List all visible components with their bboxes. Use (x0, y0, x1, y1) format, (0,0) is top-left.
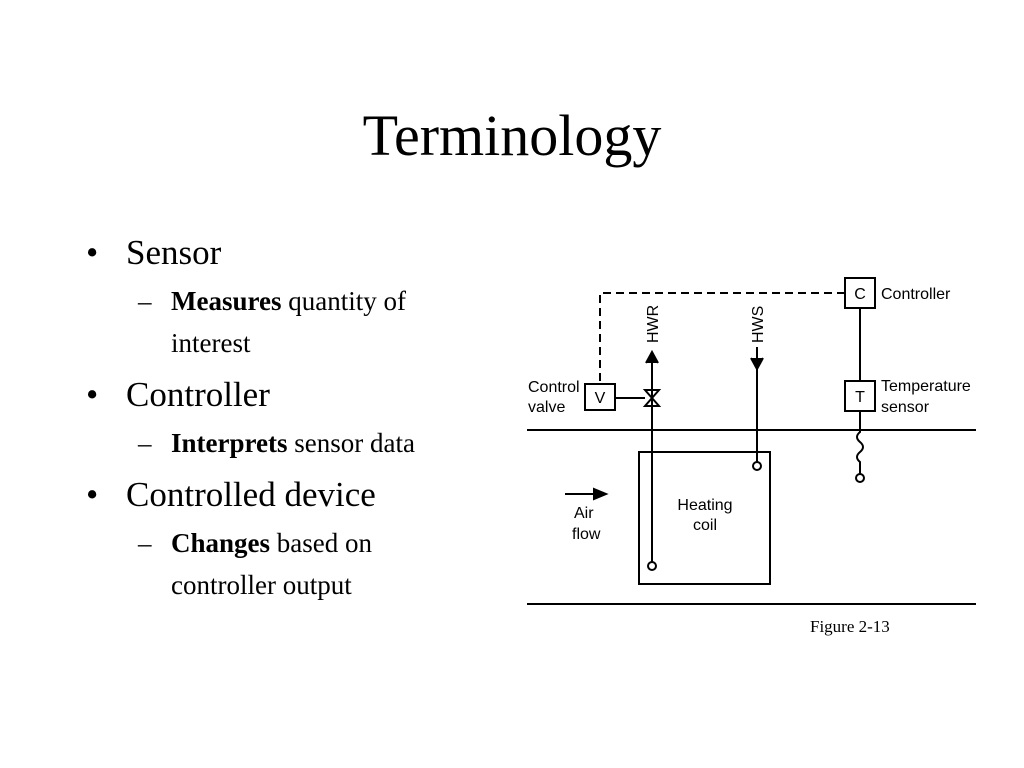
sub-bullet-bold: Interprets (171, 428, 288, 458)
bullet-sensor: • Sensor (86, 228, 506, 278)
sub-bullet-text: based on (270, 528, 373, 558)
controller-box (844, 277, 876, 309)
sensor-box-label: T (855, 389, 865, 406)
bullet-controlled-device: • Controlled device (86, 470, 506, 520)
airflow-arrowhead (593, 487, 609, 501)
valve-box (584, 383, 616, 411)
bullet-dot: • (86, 475, 99, 514)
valve-symbol (642, 389, 662, 407)
valve-label-2: valve (528, 399, 565, 416)
sensor-label-2: sensor (881, 399, 930, 416)
sub-bullet-sensor: – Measures quantity of interest (86, 280, 506, 364)
coil-label-2: coil (693, 517, 717, 534)
sub-bullet-bold: Changes (171, 528, 271, 558)
dash-mark: – (138, 528, 152, 558)
hws-port (752, 461, 762, 471)
coil-label-1: Heating (677, 497, 732, 514)
controller-box-label: C (854, 286, 866, 303)
bullet-label: Controlled device (126, 475, 376, 514)
bullet-label: Sensor (126, 233, 222, 272)
bullet-list: • Sensor – Measures quantity of interest… (86, 228, 506, 612)
bullet-dot: • (86, 375, 99, 414)
bullet-controller: • Controller (86, 370, 506, 420)
sensor-probe-tip (855, 473, 865, 483)
controller-label: Controller (881, 286, 951, 303)
sub-bullet-controller: – Interprets sensor data (86, 422, 506, 464)
sub-bullet-text: quantity of (281, 286, 406, 316)
airflow-label-2: flow (572, 526, 601, 543)
hwr-port (647, 561, 657, 571)
heating-coil (638, 451, 771, 585)
dash-mark: – (138, 286, 152, 316)
sensor-label-1: Temperature (881, 378, 971, 395)
sub-bullet-controlled-device: – Changes based on controller output (86, 522, 506, 606)
bullet-dot: • (86, 233, 99, 272)
figure-caption: Figure 2-13 (810, 617, 890, 636)
sub-bullet-text: sensor data (287, 428, 415, 458)
dash-mark: – (138, 428, 152, 458)
valve-label-1: Control (528, 379, 580, 396)
valve-box-label: V (595, 390, 606, 407)
slide-title: Terminology (362, 103, 662, 168)
sub-bullet-line2: interest (171, 328, 251, 358)
hws-label: HWS (750, 306, 767, 343)
airflow-label-1: Air (574, 505, 594, 522)
sensor-box (844, 380, 876, 412)
control-signal-line (599, 292, 845, 384)
hws-arrow (750, 357, 764, 372)
hwr-label: HWR (645, 305, 662, 343)
sub-bullet-line2: controller output (171, 570, 352, 600)
bullet-label: Controller (126, 375, 270, 414)
sub-bullet-bold: Measures (171, 286, 282, 316)
hwr-arrow (645, 349, 659, 364)
sensor-probe (856, 411, 864, 474)
